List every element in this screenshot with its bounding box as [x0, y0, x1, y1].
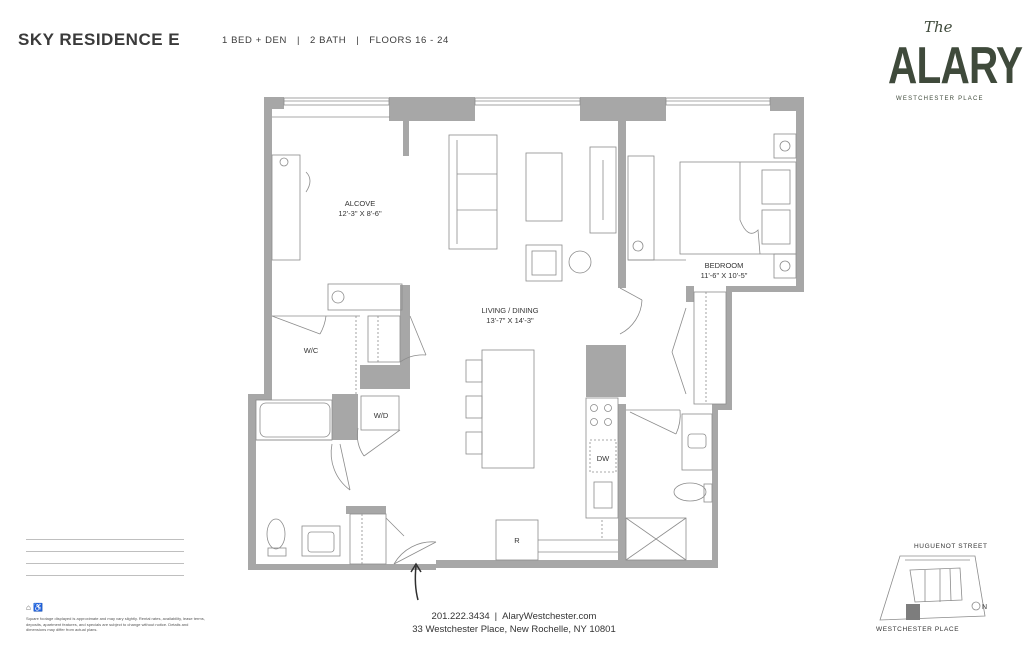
logo-name: ALARY: [888, 37, 1023, 95]
note-line: [26, 540, 184, 552]
key-plan: [879, 555, 986, 621]
room-name: LIVING / DINING: [481, 306, 539, 315]
unit-title: SKY RESIDENCE E: [18, 30, 181, 49]
spec-floors: FLOORS 16 - 24: [369, 35, 449, 46]
wall: [618, 118, 626, 136]
dining-island: [481, 349, 535, 469]
bathtub: [255, 399, 333, 441]
armchair: [525, 244, 563, 282]
bed: [679, 161, 797, 255]
side-table: [568, 250, 592, 274]
key-plan-street-top: HUGUENOT STREET: [914, 543, 988, 550]
toilet: [266, 518, 286, 550]
vanity: [681, 413, 713, 471]
dresser: [627, 155, 655, 261]
disclaimer: Square footage displayed is approximate …: [26, 616, 205, 632]
wall: [264, 97, 272, 394]
room-r: R: [514, 536, 520, 545]
wall: [436, 560, 718, 568]
equal-housing-icons: ⌂ ♿: [26, 603, 44, 612]
wall: [403, 118, 409, 156]
wall: [248, 564, 436, 570]
toilet: [673, 482, 707, 502]
nightstand: [773, 253, 797, 279]
room-name: BEDROOM: [704, 261, 744, 270]
window: [665, 97, 771, 106]
coffee-table: [525, 152, 563, 222]
washer-dryer: [360, 395, 400, 431]
wall: [264, 97, 284, 109]
note-line: [26, 528, 184, 540]
wall: [712, 404, 718, 566]
key-plan-street-bottom: WESTCHESTER PLACE: [876, 626, 960, 633]
sink: [593, 481, 613, 509]
spec-separator: |: [296, 35, 301, 46]
media-console: [589, 146, 617, 234]
desk: [271, 154, 301, 261]
dishwasher: [589, 439, 617, 473]
spec-separator: |: [356, 35, 360, 46]
window: [474, 97, 581, 106]
contact-info: 201.222.3434 | AlaryWestchester.com 33 Wes…: [394, 610, 634, 636]
wall: [686, 286, 694, 302]
alcove-cabinet: [327, 283, 403, 311]
wall: [400, 285, 410, 389]
unit-specs: 1 BED + DEN | 2 BATH | FLOORS 16 - 24: [222, 35, 449, 46]
kitchen-counter: [585, 397, 619, 519]
sofa: [448, 134, 498, 250]
address: 33 Westchester Place, New Rochelle, NY 1…: [412, 624, 616, 635]
room-living-dining: LIVING / DINING 13'-7" X 14'-3": [460, 306, 560, 326]
north-indicator: N: [982, 604, 988, 611]
room-bedroom: BEDROOM 11'-6" X 10'-5": [684, 261, 764, 281]
entry-arrow: [410, 562, 422, 601]
wall: [389, 97, 475, 121]
spec-bedrooms: 1 BED + DEN: [222, 35, 287, 46]
wall: [346, 506, 386, 514]
wall: [726, 286, 804, 292]
room-wd: W/D: [373, 411, 389, 420]
wall: [618, 128, 626, 288]
note-line: [26, 564, 184, 576]
phone-number[interactable]: 201.222.3434: [431, 611, 490, 622]
contact-separator: |: [494, 611, 498, 622]
wall: [360, 365, 410, 389]
window: [283, 97, 390, 106]
wall: [796, 97, 804, 292]
closet: [367, 315, 401, 363]
nightstand: [773, 133, 797, 159]
entry-closet: [349, 513, 387, 565]
logo-the: The: [924, 18, 953, 36]
wall: [248, 394, 256, 570]
stool: [465, 431, 483, 455]
bedroom-closet: [693, 291, 727, 405]
chair: [305, 171, 311, 193]
website-link[interactable]: AlaryWestchester.com: [502, 611, 597, 622]
wall: [586, 345, 626, 397]
room-dimensions: 13'-7" X 14'-3": [486, 316, 534, 325]
notes-lines: [26, 528, 184, 576]
wall: [248, 394, 272, 400]
wall: [712, 404, 732, 410]
room-wic: W/C: [303, 346, 319, 355]
note-line: [26, 552, 184, 564]
spec-bathrooms: 2 BATH: [310, 35, 347, 46]
wall: [726, 286, 732, 410]
wall: [332, 394, 358, 440]
wall: [770, 97, 804, 111]
stool: [465, 359, 483, 383]
key-plan-unit-marker: [906, 604, 920, 620]
wall: [618, 404, 626, 560]
room-alcove: ALCOVE 12'-3" X 8'-6": [320, 199, 400, 219]
vanity: [301, 525, 341, 557]
wall: [580, 97, 666, 121]
room-name: ALCOVE: [344, 199, 376, 208]
room-dw: DW: [596, 454, 610, 463]
room-dimensions: 11'-6" X 10'-5": [700, 271, 748, 280]
room-dimensions: 12'-3" X 8'-6": [338, 209, 382, 218]
shower: [625, 517, 687, 561]
stool: [465, 395, 483, 419]
logo-subtitle: WESTCHESTER PLACE: [896, 96, 984, 102]
